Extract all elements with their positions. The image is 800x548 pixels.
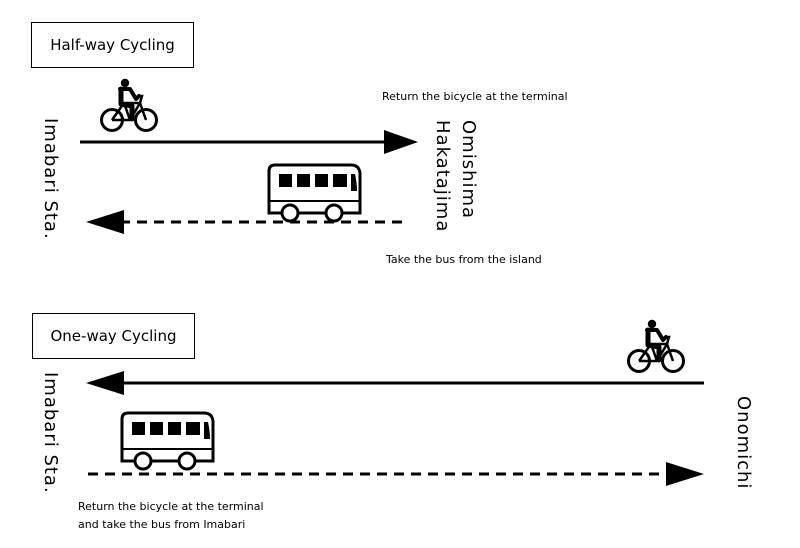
half-way-title: Half-way Cycling [50, 36, 175, 54]
bus-icon [120, 411, 215, 471]
half-way-end-line1: Omishima [458, 120, 479, 220]
one-way-title: One-way Cycling [50, 327, 177, 345]
one-way-note: Return the bicycle at the terminal and t… [78, 498, 264, 534]
one-way-note-line1: Return the bicycle at the terminal [78, 500, 264, 513]
half-way-end-line2: Hakatajima [432, 120, 453, 233]
half-way-title-box: Half-way Cycling [31, 22, 194, 68]
bicycle-icon [102, 79, 157, 131]
half-way-end-label: Omishima Hakatajima [429, 120, 481, 232]
one-way-note-line2: and take the bus from Imabari [78, 518, 246, 531]
half-way-bike-arrow [80, 130, 418, 154]
half-way-note-top: Return the bicycle at the terminal [382, 90, 568, 103]
half-way-start-label: Imabari Sta. [40, 118, 61, 240]
one-way-start-label: Imabari Sta. [40, 372, 61, 494]
one-way-end-label: Onomichi [733, 396, 754, 490]
bicycle-icon [629, 320, 684, 372]
half-way-bus-arrow [86, 210, 402, 234]
bus-icon [267, 163, 362, 223]
one-way-title-box: One-way Cycling [32, 313, 195, 359]
one-way-bike-arrow [86, 371, 704, 395]
half-way-note-bottom: Take the bus from the island [386, 253, 542, 266]
one-way-bus-arrow [88, 462, 704, 486]
